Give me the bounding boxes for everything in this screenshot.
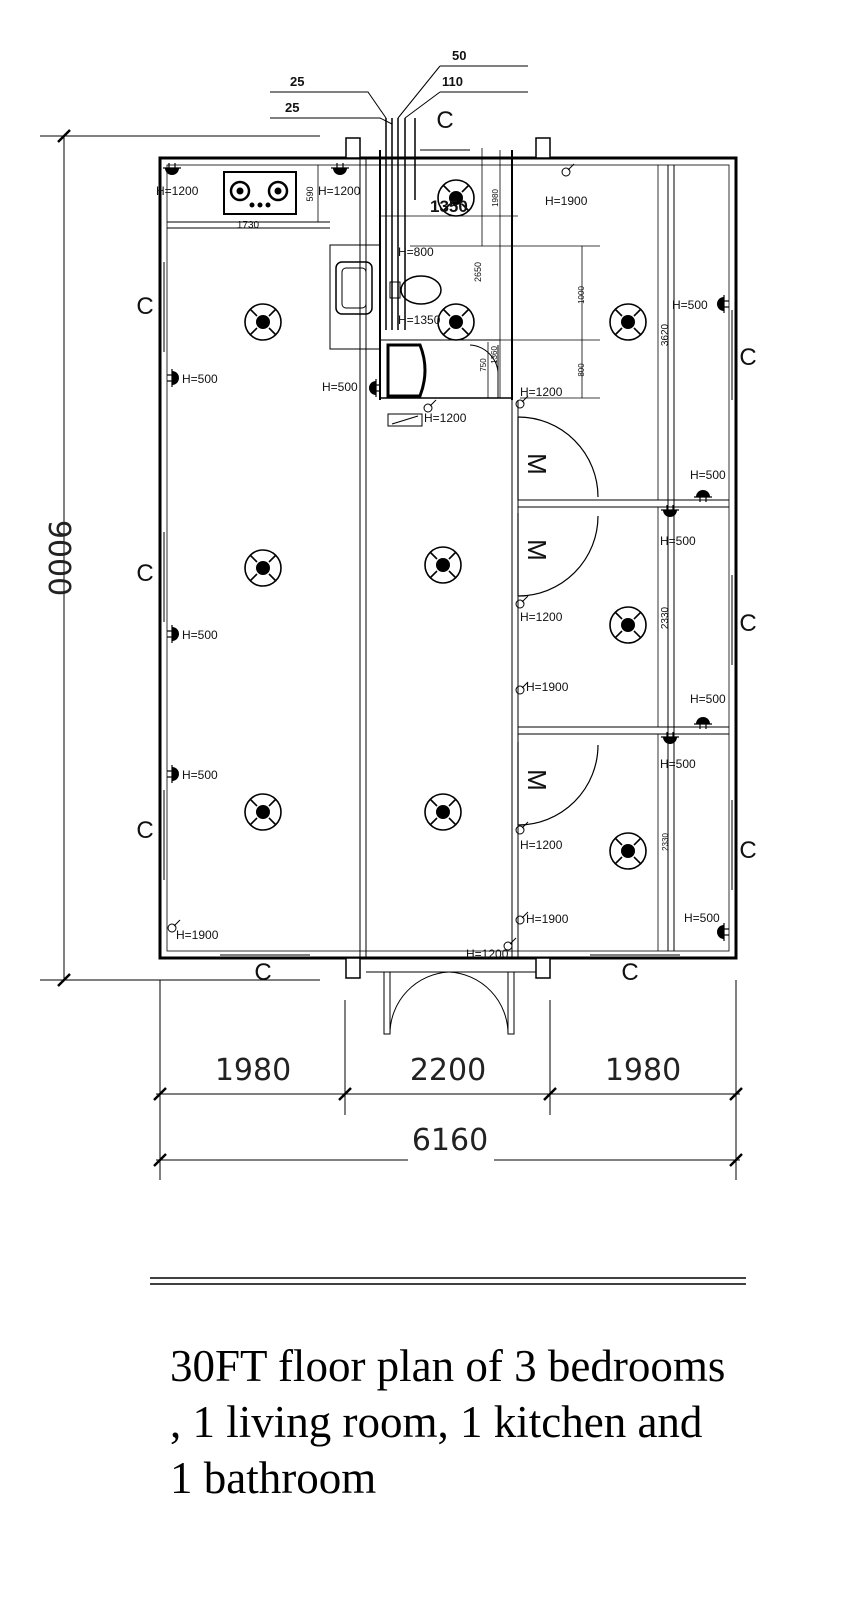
- height-label: H=1200: [156, 184, 199, 198]
- window-mark: C: [739, 344, 756, 371]
- interior-dimension-lines: [167, 148, 659, 951]
- pipe-label-50: 50: [452, 48, 466, 63]
- height-label: H=500: [684, 911, 720, 925]
- toilet-icon: [400, 275, 442, 305]
- door-mark: M: [522, 769, 552, 791]
- dim-counter-depth: 590: [305, 186, 315, 201]
- stove-icon: [223, 171, 297, 215]
- pipe-label-25-b: 25: [285, 100, 299, 115]
- caption-divider: [150, 1277, 746, 1285]
- dim-overall-height: 9000: [41, 520, 76, 596]
- floor-plan: 9000 1980 2200 1980 6160 25 25 50 110 17…: [40, 48, 757, 1285]
- height-label: H=1900: [176, 928, 219, 942]
- height-label: H=1200: [520, 385, 563, 399]
- corner-posts: [345, 137, 551, 979]
- dim-bedroom3: 2330: [661, 833, 670, 851]
- entrance-door: [366, 971, 536, 1035]
- window-openings: [163, 149, 733, 956]
- height-label: H=500: [322, 380, 358, 394]
- dim-center-bay: 2200: [410, 1053, 486, 1088]
- kitchen-fixtures: [223, 171, 373, 315]
- window-mark: C: [739, 610, 756, 637]
- height-label: H=1900: [545, 194, 588, 208]
- dim-bath-width: 1350: [430, 197, 468, 216]
- window-mark: C: [136, 560, 153, 587]
- dim-overall-width: 6160: [412, 1123, 488, 1158]
- height-label: H=1350: [398, 313, 441, 327]
- pipe-leaders: [270, 65, 528, 125]
- dim-left-bay: 1980: [215, 1053, 291, 1088]
- caption-line-2: , 1 living room, 1 kitchen and: [170, 1397, 703, 1447]
- window-mark: C: [621, 959, 638, 986]
- height-label: H=1900: [526, 680, 569, 694]
- door-mark: M: [522, 453, 552, 475]
- height-label: H=1200: [520, 610, 563, 624]
- height-label: H=500: [660, 757, 696, 771]
- pipe-label-110: 110: [442, 74, 463, 89]
- switches: [167, 163, 575, 951]
- dim-bath-2650: 2650: [473, 262, 483, 282]
- height-label: H=500: [182, 372, 218, 386]
- sockets: [162, 162, 730, 942]
- height-label: H=1200: [424, 411, 467, 425]
- ceiling-lights: [244, 179, 647, 870]
- outer-dimension-lines: [40, 129, 743, 1180]
- height-label: H=1200: [318, 184, 361, 198]
- height-label: H=500: [660, 534, 696, 548]
- height-label: H=500: [690, 692, 726, 706]
- dim-bath-1360: 1360: [490, 346, 499, 364]
- height-label: H=500: [690, 468, 726, 482]
- window-mark: C: [136, 817, 153, 844]
- pipe-label-25-a: 25: [290, 74, 304, 89]
- window-mark: C: [739, 837, 756, 864]
- height-label: H=500: [672, 298, 708, 312]
- caption-line-1: 30FT floor plan of 3 bedrooms: [170, 1341, 726, 1391]
- dim-bedroom2: 2330: [660, 606, 671, 629]
- bedroom-doors: [469, 344, 599, 826]
- height-label: H=1900: [526, 912, 569, 926]
- dim-right-bay: 1980: [605, 1053, 681, 1088]
- window-mark: C: [136, 293, 153, 320]
- window-mark: C: [436, 107, 453, 134]
- dim-bath-1980: 1980: [491, 189, 500, 207]
- dim-bedroom1: 3620: [660, 323, 671, 346]
- height-label: H=500: [182, 768, 218, 782]
- caption-line-3: 1 bathroom: [170, 1453, 377, 1503]
- height-label: H=800: [398, 245, 434, 259]
- window-mark: C: [254, 959, 271, 986]
- plan-caption: 30FT floor plan of 3 bedrooms , 1 living…: [170, 1338, 830, 1506]
- height-label: H=1200: [520, 838, 563, 852]
- sink-icon: [335, 261, 373, 315]
- dim-wc-1000: 1000: [577, 286, 586, 304]
- dim-wc-800: 800: [577, 363, 586, 377]
- exterior-walls: [158, 150, 738, 960]
- dim-counter-length: 1730: [237, 220, 260, 231]
- dim-bath-750: 750: [479, 358, 488, 372]
- bathroom-fixtures: [385, 118, 442, 427]
- height-label: H=1200: [466, 947, 509, 961]
- height-label: H=500: [182, 628, 218, 642]
- door-mark: M: [522, 539, 552, 561]
- basin-icon: [386, 343, 427, 398]
